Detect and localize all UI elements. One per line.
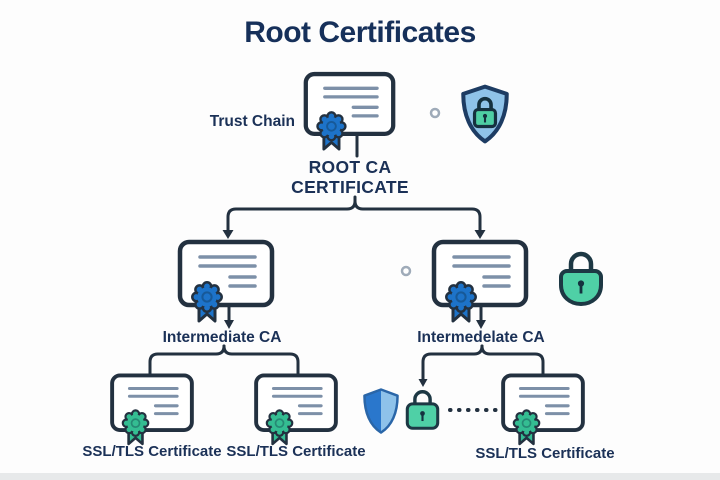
ssl-certificate-middle-icon xyxy=(250,372,342,450)
padlock-bottom-icon xyxy=(405,388,440,432)
root-ca-line2: CERTIFICATE xyxy=(291,177,409,197)
intermediate-ca-left-certificate-icon xyxy=(176,238,276,328)
page-title: Root Certificates xyxy=(244,16,476,49)
ssl-certificate-right-icon xyxy=(497,372,589,450)
trust-chain-label: Trust Chain xyxy=(209,113,295,130)
ssl-certificate-left-icon xyxy=(106,372,198,450)
ssl-certificate-left-label: SSL/TLS Certificate xyxy=(82,443,222,460)
two-tone-shield-icon xyxy=(358,387,404,435)
small-circle-decoration xyxy=(429,107,441,119)
small-circle-decoration xyxy=(400,265,412,277)
root-ca-line1: ROOT CA xyxy=(308,157,392,177)
intermediate-ca-left-label: Intermediate CA xyxy=(162,329,282,346)
ssl-certificate-right-label: SSL/TLS Certificate xyxy=(475,445,615,462)
intermediate-ca-right-label: Intermedelate CA xyxy=(417,329,545,346)
ssl-certificate-middle-label: SSL/TLS Certificate xyxy=(226,443,366,460)
intermediate-ca-right-certificate-icon xyxy=(430,238,530,328)
shield-lock-icon xyxy=(456,82,514,146)
image-bottom-edge xyxy=(0,473,720,480)
root-ca-label: ROOT CA CERTIFICATE xyxy=(270,157,430,197)
padlock-icon xyxy=(558,250,604,308)
root-certificate-icon xyxy=(302,70,397,156)
